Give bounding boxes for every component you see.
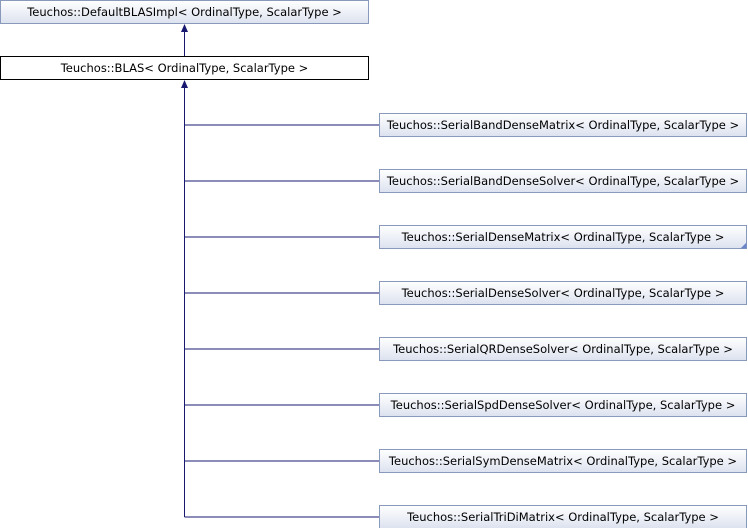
derived-class-box (379, 337, 747, 361)
base-class-label: Teuchos::DefaultBLASImpl< OrdinalType, S… (26, 5, 342, 19)
derived-class-box (379, 449, 747, 473)
derived-class-label: Teuchos::SerialBandDenseSolver< OrdinalT… (386, 174, 739, 188)
inheritance-edges (181, 24, 380, 518)
derived-class-label: Teuchos::SerialTriDiMatrix< OrdinalType,… (406, 510, 719, 524)
derived-class-box (379, 225, 747, 249)
derived-class-box (379, 113, 747, 137)
focus-class-node: Teuchos::BLAS< OrdinalType, ScalarType > (0, 56, 369, 80)
base-class-node[interactable]: Teuchos::DefaultBLASImpl< OrdinalType, S… (0, 0, 369, 24)
derived-class-box (379, 505, 747, 528)
derived-class-label: Teuchos::SerialDenseMatrix< OrdinalType,… (401, 230, 725, 244)
derived-class-node[interactable]: Teuchos::SerialSymDenseMatrix< OrdinalTy… (379, 449, 747, 473)
derived-class-box (379, 281, 747, 305)
derived-class-label: Teuchos::SerialSymDenseMatrix< OrdinalTy… (388, 454, 737, 468)
derived-class-node[interactable]: Teuchos::SerialDenseSolver< OrdinalType,… (379, 281, 747, 305)
focus-class-label: Teuchos::BLAS< OrdinalType, ScalarType > (60, 61, 309, 75)
derived-class-label: Teuchos::SerialSpdDenseSolver< OrdinalTy… (390, 398, 736, 412)
arrowhead-base (181, 24, 188, 32)
more-children-marker-icon (740, 242, 747, 249)
derived-class-node[interactable]: Teuchos::SerialBandDenseSolver< OrdinalT… (379, 169, 747, 193)
arrowhead-focus (181, 80, 188, 88)
derived-class-node[interactable]: Teuchos::SerialTriDiMatrix< OrdinalType,… (379, 505, 747, 528)
derived-class-node[interactable]: Teuchos::SerialQRDenseSolver< OrdinalTyp… (379, 337, 747, 361)
derived-class-label: Teuchos::SerialBandDenseMatrix< OrdinalT… (386, 118, 739, 132)
derived-class-label: Teuchos::SerialQRDenseSolver< OrdinalTyp… (392, 342, 733, 356)
derived-class-box (379, 393, 747, 417)
derived-class-node[interactable]: Teuchos::SerialBandDenseMatrix< OrdinalT… (379, 113, 747, 137)
derived-class-node[interactable]: Teuchos::SerialDenseMatrix< OrdinalType,… (379, 225, 747, 249)
derived-class-label: Teuchos::SerialDenseSolver< OrdinalType,… (401, 286, 725, 300)
derived-class-box (379, 169, 747, 193)
derived-class-node[interactable]: Teuchos::SerialSpdDenseSolver< OrdinalTy… (379, 393, 747, 417)
derived-class-nodes: Teuchos::SerialBandDenseMatrix< OrdinalT… (379, 113, 747, 528)
